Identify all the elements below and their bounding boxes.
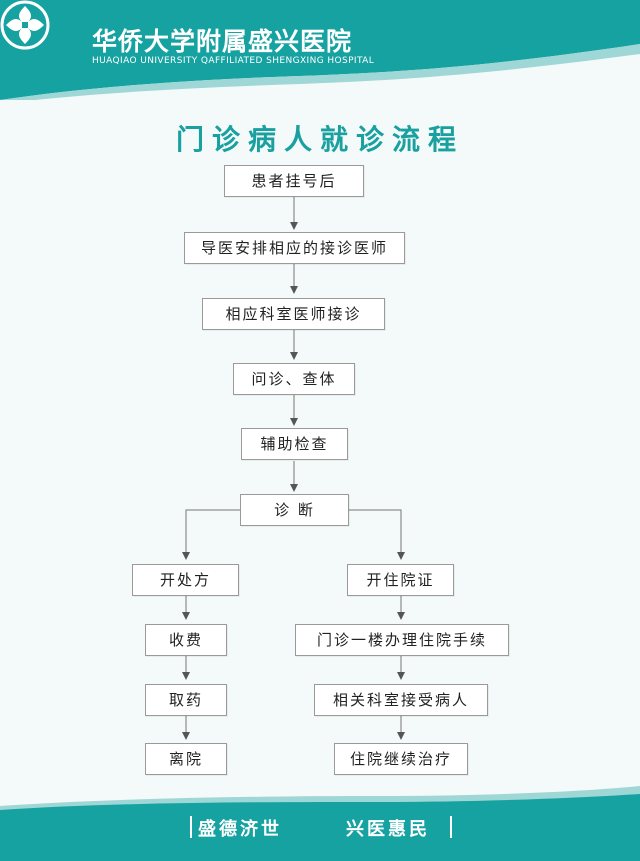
step-inquiry-exam: 问诊、查体 [233,363,355,395]
step-leave-hospital: 离院 [145,743,227,775]
step-assign-doctor: 导医安排相应的接诊医师 [184,232,405,264]
hospital-name-en: HUAQIAO UNIVERSITY QAFFILIATED SHENGXING… [92,56,375,66]
clover-cross-logo [0,0,50,50]
step-diagnosis: 诊 断 [240,494,349,526]
page-title: 门诊病人就诊流程 [175,123,464,156]
slogan-bar-left [190,816,192,838]
footer-wave [0,786,640,861]
footer-banner [0,780,640,861]
step-admission-cert: 开住院证 [347,564,454,596]
step-auxiliary-exam: 辅助检查 [241,428,348,460]
step-prescribe: 开处方 [132,564,239,596]
branch-left [182,509,240,560]
hospital-name-cn: 华侨大学附属盛兴医院 [92,27,353,56]
slogan-left: 盛德济世 [198,819,282,840]
slogan-right: 兴医惠民 [346,819,430,840]
header-banner: 华侨大学附属盛兴医院 HUAQIAO UNIVERSITY QAFFILIATE… [0,0,640,100]
header-wave [0,0,640,100]
step-continue-treatment: 住院继续治疗 [334,743,468,775]
step-doctor-consult: 相应科室医师接诊 [202,298,385,330]
step-get-medicine: 取药 [145,684,227,716]
branch-right [349,509,405,560]
step-register: 患者挂号后 [224,165,364,197]
step-admission-procedure: 门诊一楼办理住院手续 [295,624,509,656]
slogan-bar-right [450,816,452,838]
step-payment: 收费 [145,624,227,656]
step-department-accept: 相关科室接受病人 [314,684,488,716]
